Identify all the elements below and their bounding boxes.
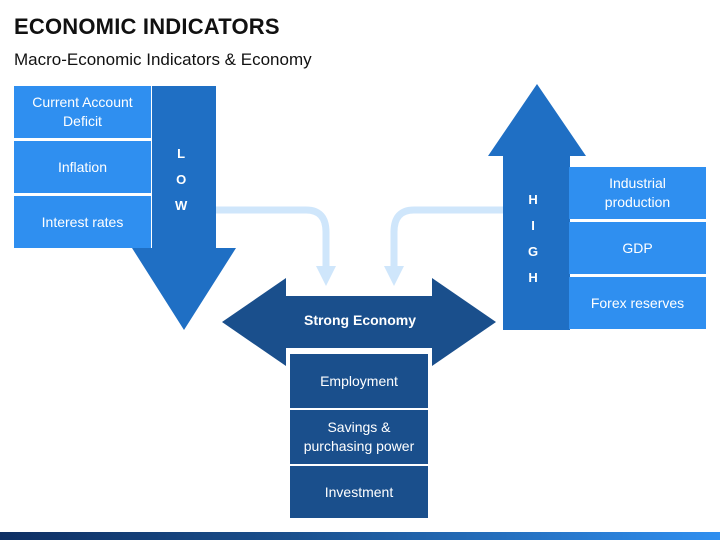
low-letter: L [177, 146, 186, 161]
right-item-industrial-production: Industrial production [569, 167, 706, 219]
high-letter: G [528, 244, 539, 259]
low-down-arrow [132, 86, 236, 330]
right-item-forex-reserves: Forex reserves [569, 277, 706, 329]
bottom-item-savings: Savings & purchasing power [290, 410, 428, 464]
left-item-inflation: Inflation [14, 141, 151, 193]
low-label: L O W [175, 141, 187, 219]
high-letter: I [531, 218, 535, 233]
high-letter: H [528, 270, 538, 285]
left-item-interest-rates: Interest rates [14, 196, 151, 248]
right-connector [390, 206, 504, 268]
right-connector-arrowhead [384, 266, 404, 286]
low-letter: O [176, 172, 187, 187]
low-letter: W [175, 198, 188, 213]
bottom-item-employment: Employment [290, 354, 428, 408]
high-letter: H [528, 192, 538, 207]
page-subtitle: Macro-Economic Indicators & Economy [14, 50, 312, 69]
bottom-item-investment: Investment [290, 466, 428, 518]
left-connector [216, 206, 330, 268]
footer-bar [0, 532, 720, 540]
high-label: H I G H [528, 187, 538, 291]
strong-economy-arrow [222, 278, 496, 366]
page-title: ECONOMIC INDICATORS [14, 14, 280, 39]
left-connector-arrowhead [316, 266, 336, 286]
right-item-gdp: GDP [569, 222, 706, 274]
high-up-arrow [488, 84, 586, 330]
strong-economy-label: Strong Economy [303, 312, 416, 328]
left-item-current-account-deficit: Current Account Deficit [14, 86, 151, 138]
